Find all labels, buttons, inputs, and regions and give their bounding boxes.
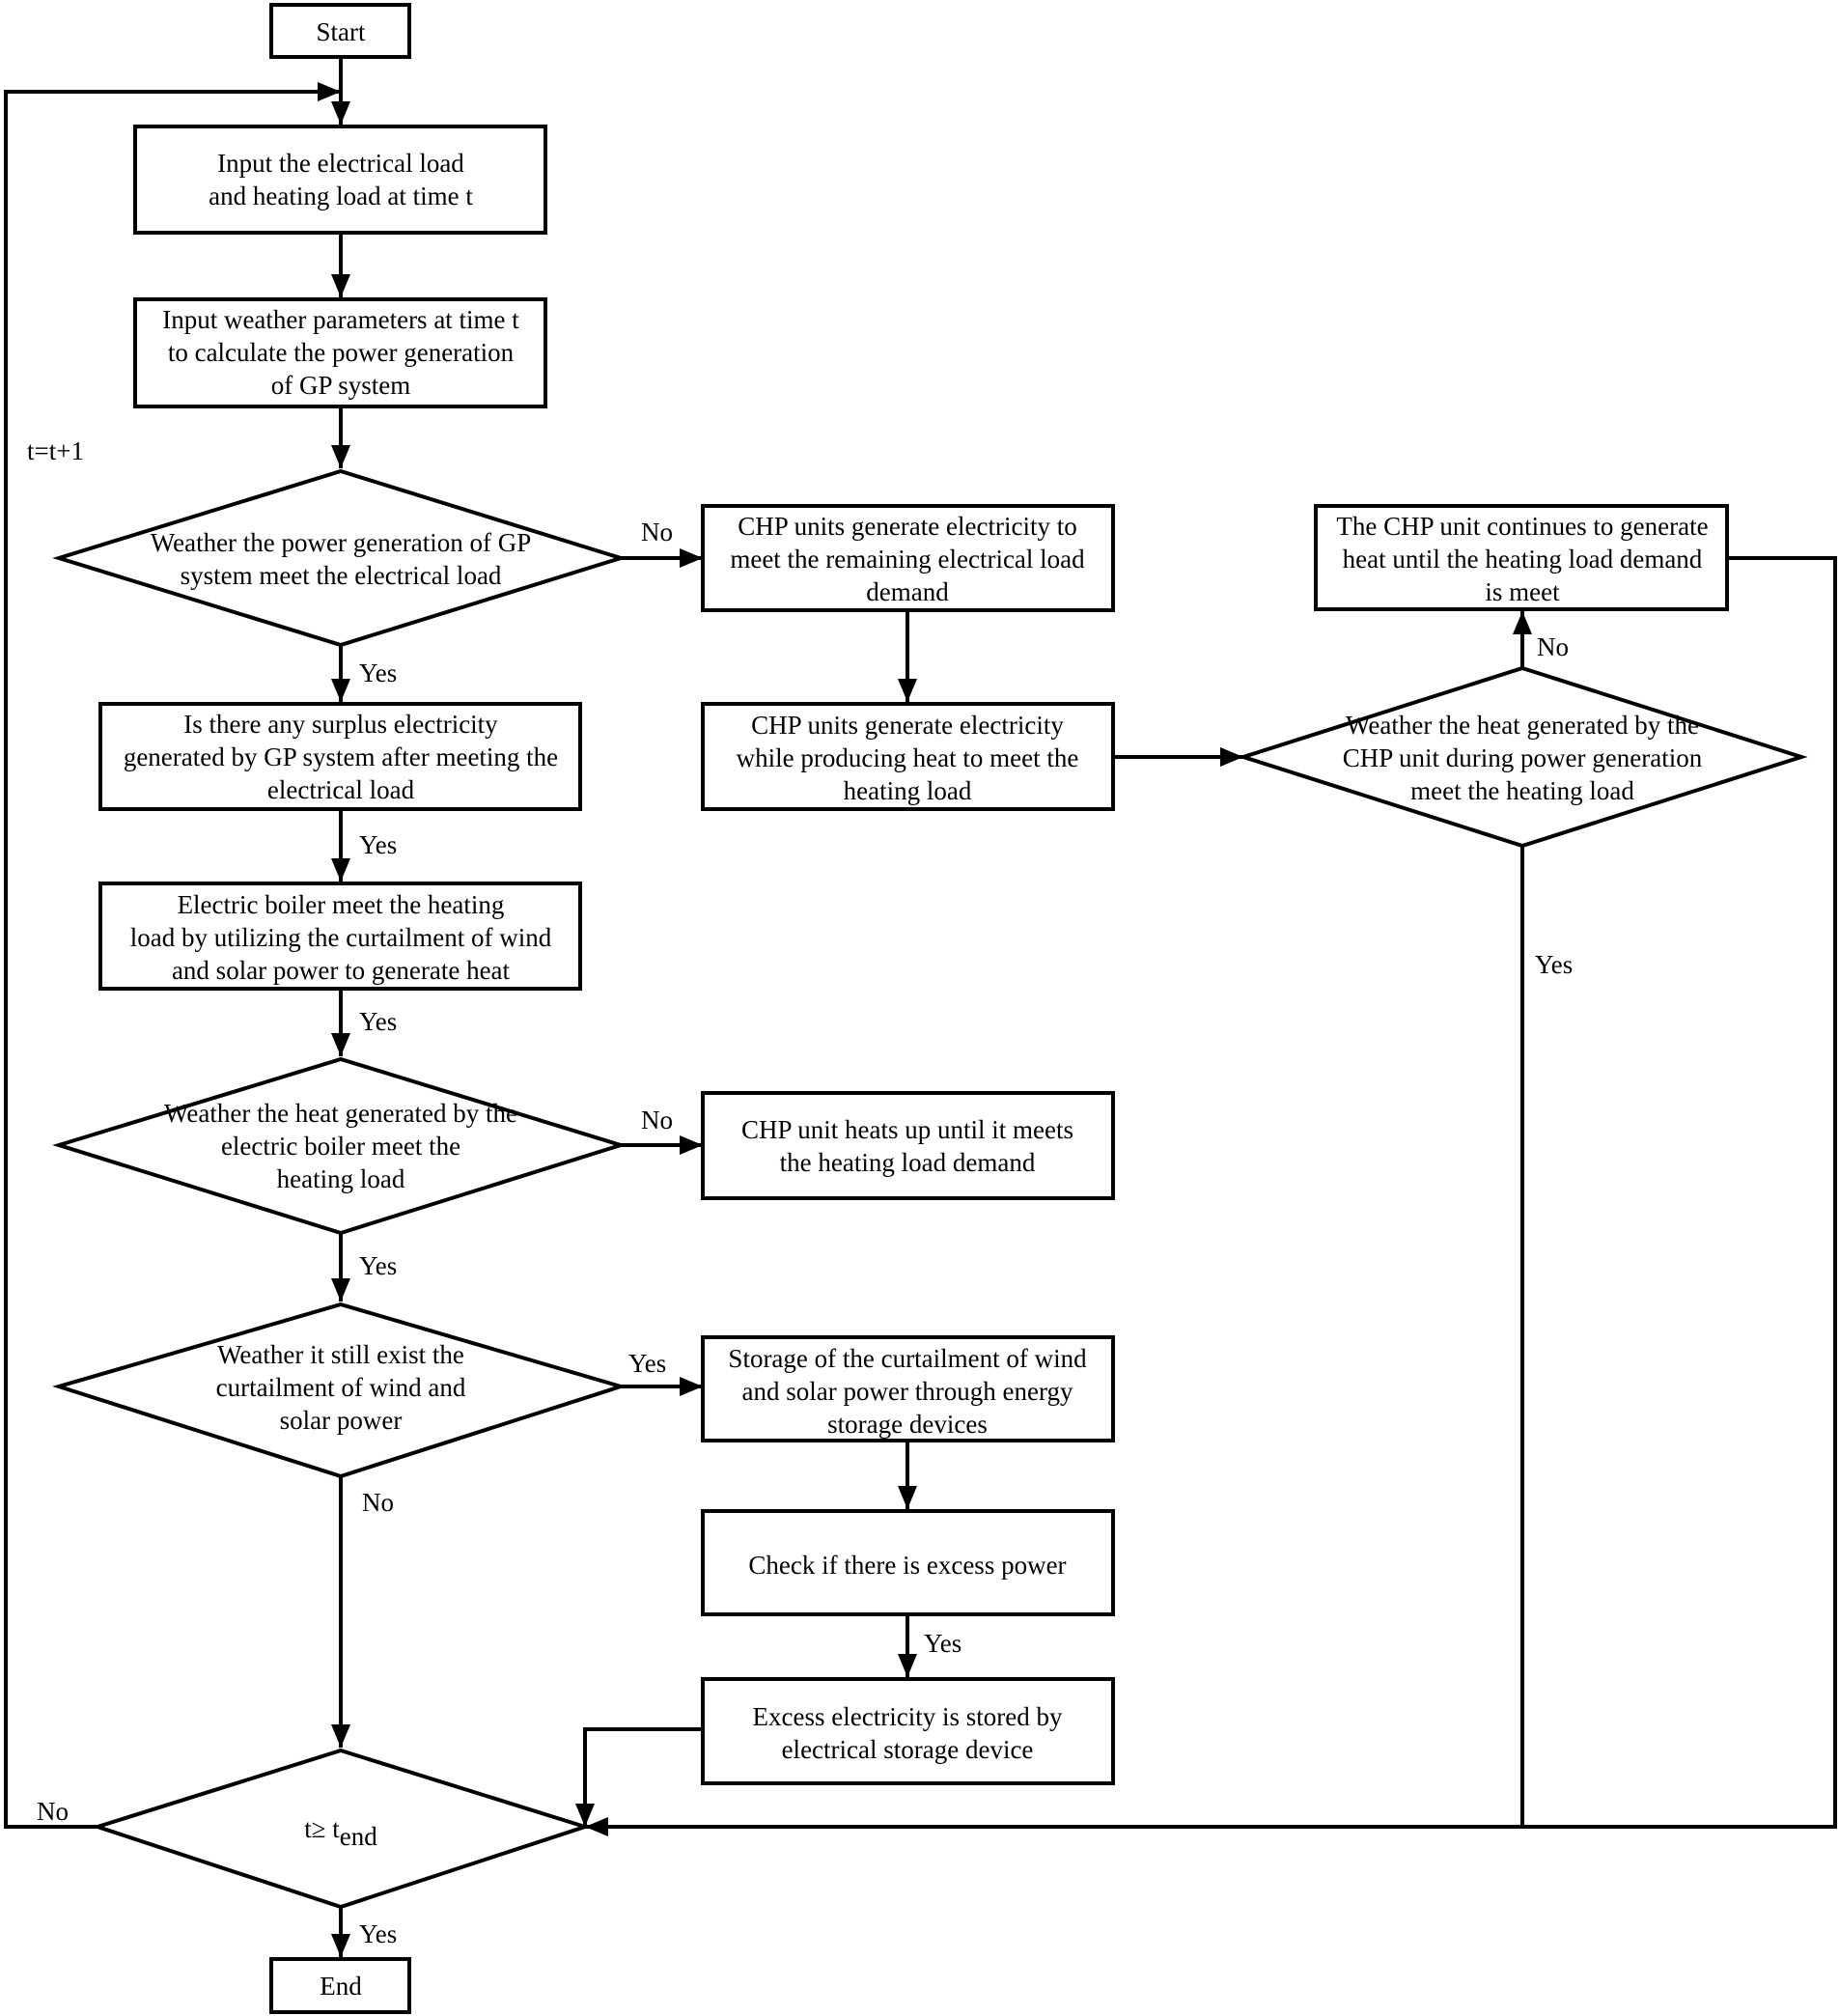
dec-curtail-text-line-2: curtailment of wind and bbox=[216, 1373, 466, 1402]
surplus-text-line-1: Is there any surplus electricity bbox=[183, 710, 498, 739]
chp-gen-elec-text-line-2: meet the remaining electrical load bbox=[730, 545, 1085, 574]
dec-tend-label: t≥ tend bbox=[304, 1814, 377, 1851]
surplus-text-line-2: generated by GP system after meeting the bbox=[124, 742, 558, 771]
node-dec-tend bbox=[91, 1748, 592, 1910]
boiler-text-line-3: and solar power to generate heat bbox=[172, 956, 511, 985]
dec-chp-heat-text-line-3: meet the heating load bbox=[1410, 776, 1634, 805]
dec-gp-meet-text-line-1: Weather the power generation of GP bbox=[151, 528, 531, 557]
node-chp-heat-up: CHP unit heats up until it meets the heat… bbox=[701, 1091, 1115, 1200]
node-dec-curtail: Weather it still exist the curtailment of… bbox=[52, 1302, 627, 1479]
chp-gen-elec-text-line-1: CHP units generate electricity to bbox=[738, 512, 1076, 541]
label-curtail-no: No bbox=[362, 1488, 394, 1517]
label-boiler-yes: Yes bbox=[359, 1007, 397, 1036]
label-tend-yes: Yes bbox=[359, 1919, 397, 1948]
node-input-weather: Input weather parameters at time t to cal… bbox=[133, 297, 547, 408]
label-boiler-heat-no: No bbox=[641, 1106, 673, 1134]
input-weather-text-line-1: Input weather parameters at time t bbox=[162, 305, 519, 334]
edge-chp-continue-to-tend bbox=[585, 556, 1837, 1836]
input-weather-text-line-3: of GP system bbox=[271, 371, 411, 400]
label-loop: t=t+1 bbox=[27, 436, 84, 465]
dec-boiler-heat-text-line-1: Weather the heat generated by the bbox=[164, 1099, 517, 1128]
chp-gen-heat-text-line-3: heating load bbox=[844, 776, 972, 805]
dec-curtail-text-line-3: solar power bbox=[280, 1406, 403, 1435]
boiler-text-line-1: Electric boiler meet the heating bbox=[178, 890, 505, 919]
node-dec-boiler-heat: Weather the heat generated by the electri… bbox=[52, 1056, 627, 1236]
label-excess-yes: Yes bbox=[924, 1629, 961, 1658]
dec-chp-heat-text-line-1: Weather the heat generated by the bbox=[1346, 711, 1699, 740]
node-chp-gen-heat: CHP units generate electricity while prod… bbox=[701, 702, 1115, 811]
chp-heat-up-text-line-1: CHP unit heats up until it meets bbox=[741, 1115, 1073, 1144]
label-tend-no: No bbox=[37, 1797, 69, 1826]
label-gp-no: No bbox=[641, 518, 673, 546]
dec-tend-main: t≥ t bbox=[304, 1814, 340, 1843]
node-boiler: Electric boiler meet the heating load by … bbox=[98, 882, 582, 991]
label-chp-heat-no: No bbox=[1537, 632, 1569, 661]
storage-curtail-text-line-3: storage devices bbox=[827, 1410, 988, 1439]
label-curtail-yes: Yes bbox=[628, 1349, 666, 1378]
dec-curtail-text-line-1: Weather it still exist the bbox=[217, 1340, 464, 1369]
node-storage-curtail: Storage of the curtailment of wind and so… bbox=[701, 1335, 1115, 1442]
input-load-text-line-1: Input the electrical load bbox=[217, 149, 464, 178]
excess-stored-text-line-1: Excess electricity is stored by bbox=[753, 1702, 1063, 1731]
chp-continue-text-line-2: heat until the heating load demand bbox=[1343, 545, 1703, 574]
check-excess-text-line-1: Check if there is excess power bbox=[748, 1551, 1066, 1580]
dec-chp-heat-text-line-2: CHP unit during power generation bbox=[1343, 743, 1703, 772]
label-chp-heat-yes: Yes bbox=[1535, 950, 1573, 979]
label-surplus-yes: Yes bbox=[359, 830, 397, 859]
node-chp-gen-elec: CHP units generate electricity to meet th… bbox=[701, 504, 1115, 612]
dec-tend-subscript: end bbox=[340, 1822, 377, 1851]
chp-continue-text-line-3: is meet bbox=[1485, 577, 1560, 606]
input-weather-text-line-2: to calculate the power generation bbox=[168, 338, 515, 367]
excess-stored-text-line-2: electrical storage device bbox=[782, 1735, 1034, 1764]
node-surplus: Is there any surplus electricity generate… bbox=[98, 702, 582, 811]
node-input-load: Input the electrical load and heating loa… bbox=[133, 125, 547, 235]
chp-continue-text-line-1: The CHP unit continues to generate bbox=[1336, 512, 1708, 541]
dec-gp-meet-text-line-2: system meet the electrical load bbox=[181, 561, 502, 590]
label-gp-yes: Yes bbox=[359, 658, 397, 687]
chp-gen-heat-text-line-2: while producing heat to meet the bbox=[737, 743, 1079, 772]
end-text-line-1: End bbox=[320, 1972, 362, 2001]
node-chp-continue: The CHP unit continues to generate heat u… bbox=[1314, 504, 1729, 611]
surplus-text-line-3: electrical load bbox=[267, 775, 415, 804]
storage-curtail-text-line-2: and solar power through energy bbox=[742, 1377, 1073, 1406]
chp-gen-elec-text-line-3: demand bbox=[866, 577, 949, 606]
node-dec-gp-meet: Weather the power generation of GP system… bbox=[52, 468, 627, 648]
edge-tend-no-loop bbox=[4, 82, 341, 1829]
dec-boiler-heat-text-line-3: heating load bbox=[277, 1164, 405, 1193]
node-end: End bbox=[269, 1957, 411, 2014]
node-excess-stored: Excess electricity is stored by electrica… bbox=[701, 1677, 1115, 1785]
start-text-line-1: Start bbox=[317, 17, 366, 46]
boiler-text-line-2: load by utilizing the curtailment of win… bbox=[130, 923, 552, 952]
input-load-text-line-2: and heating load at time t bbox=[209, 182, 473, 210]
storage-curtail-text-line-1: Storage of the curtailment of wind bbox=[728, 1344, 1087, 1373]
node-check-excess: Check if there is excess power bbox=[701, 1509, 1115, 1616]
chp-heat-up-text-line-2: the heating load demand bbox=[780, 1148, 1036, 1177]
dec-boiler-heat-text-line-2: electric boiler meet the bbox=[221, 1132, 460, 1161]
edge-excess-stored-to-tend bbox=[575, 1727, 703, 1827]
chp-gen-heat-text-line-1: CHP units generate electricity bbox=[751, 711, 1064, 740]
node-start: Start bbox=[269, 3, 411, 59]
label-boiler-heat-yes: Yes bbox=[359, 1251, 397, 1280]
